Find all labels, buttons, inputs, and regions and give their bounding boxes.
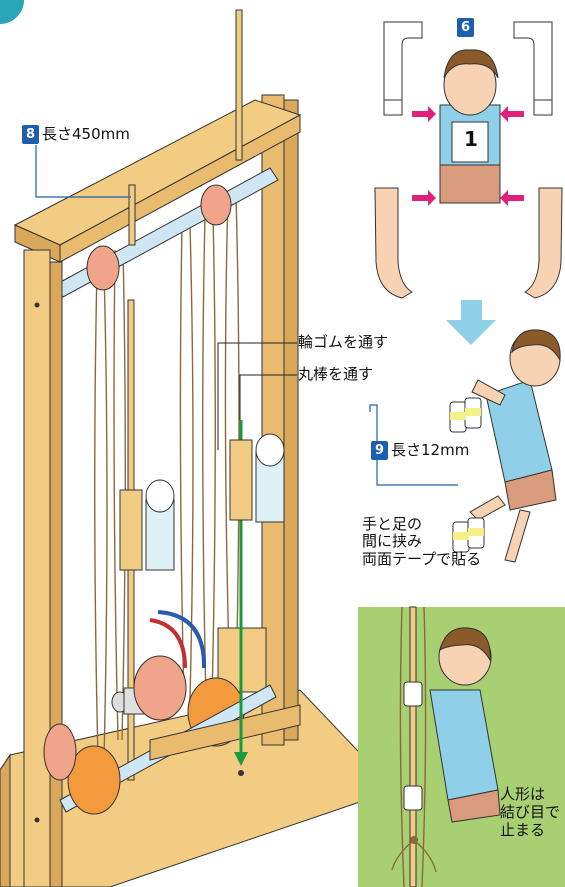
rubber-band-ropes [94, 194, 240, 761]
down-arrow [446, 300, 496, 345]
stop-note-line1: 人形は [500, 785, 546, 803]
rubber-band-label: 輪ゴムを通す [298, 333, 389, 351]
attach-note: 手と足の 間に挟み 両面テープで貼る [362, 515, 482, 568]
leg-part-right [524, 187, 563, 299]
arm-part-left [383, 21, 423, 116]
climber-figure-right [229, 433, 285, 523]
leader-lines [35, 145, 458, 486]
inset-panel [358, 606, 565, 887]
arm-part-right [513, 21, 553, 116]
corner-marker [0, 0, 24, 24]
round-rod-label: 丸棒を通す [298, 365, 374, 383]
leader-lines-black [217, 342, 297, 450]
step9-badge: 9 [371, 441, 388, 460]
doll-body [439, 49, 501, 204]
assembled-doll [469, 329, 561, 563]
climber-figure-left [119, 479, 175, 571]
frame-rear [261, 94, 299, 746]
tube-pieces [449, 397, 485, 553]
attach-note-line3: 両面テープで貼る [362, 549, 482, 568]
step6-label: 6 [457, 18, 477, 37]
step8-badge: 8 [22, 125, 39, 144]
lower-crossbar [149, 704, 301, 761]
attach-note-line1: 手と足の [362, 515, 423, 533]
stop-note: 人形は 結び目で 止まる [500, 785, 560, 839]
bib-number: 1 [464, 127, 478, 151]
stop-note-line3: 止まる [500, 821, 546, 839]
step6-badge: 6 [457, 18, 474, 37]
step8-text: 長さ450mm [42, 125, 130, 143]
leg-part-left [374, 187, 413, 299]
step9-text: 長さ12mm [391, 441, 470, 459]
stop-note-line2: 結び目で [500, 803, 561, 821]
frame-front-left [23, 249, 63, 887]
attach-note-line2: 間に挟み [362, 532, 423, 551]
arrows-magenta [412, 106, 524, 206]
